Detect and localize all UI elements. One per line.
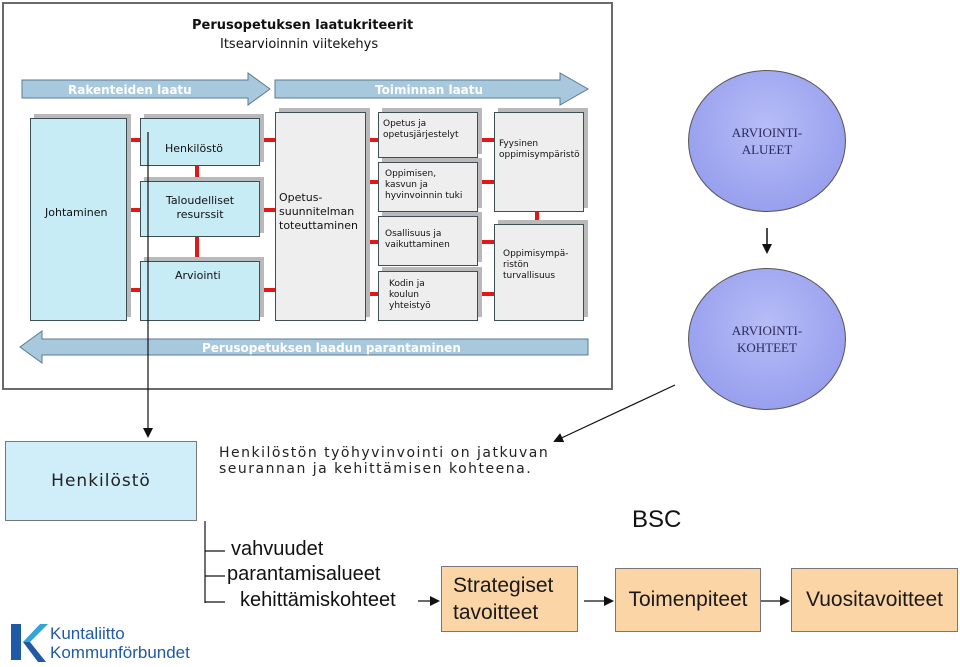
- oppiminen-line2: kasvun ja: [385, 180, 428, 190]
- strategiset-line2: tavoitteet: [453, 601, 539, 624]
- opetus-box: Opetus ja opetusjärjestelyt: [378, 112, 478, 158]
- activity-quality-arrow: [274, 72, 590, 106]
- opetussuunnitelma-line2: suunnitelman: [279, 205, 355, 218]
- kohteet-line2: KOHTEET: [737, 340, 797, 355]
- turvallisuus-line2: ristön: [503, 260, 529, 270]
- turvallisuus-line1: Oppimisympä-: [503, 249, 569, 259]
- framework-title: Perusopetuksen laatukriteerit: [192, 18, 414, 33]
- arviointi-box: Arviointi: [140, 261, 260, 321]
- statement-text: Henkilöstön työhyvinvointi on jatkuvan s…: [219, 445, 549, 477]
- logo-line1: Kuntaliitto: [50, 624, 125, 643]
- alueet-line1: ARVIOINTI-: [731, 125, 803, 140]
- opetus-label: Opetus ja opetusjärjestelyt: [383, 119, 459, 141]
- opetus-line1: Opetus ja: [383, 119, 427, 129]
- alueet-line2: ALUEET: [741, 142, 793, 157]
- logo-text: Kuntaliitto Kommunförbundet: [50, 624, 190, 662]
- johtaminen-box: Johtaminen: [30, 118, 127, 321]
- kodin-box: Kodin ja koulun yhteistyö: [378, 271, 478, 321]
- henkilosto-framework-box: Henkilöstö: [140, 118, 260, 166]
- kuntaliitto-logo-mark: [11, 624, 48, 662]
- opetussuunnitelma-line3: toteuttaminen: [279, 219, 358, 232]
- opetussuunnitelma-label: Opetus- suunnitelman toteuttaminen: [279, 191, 358, 233]
- turvallisuus-line3: turvallisuus: [503, 271, 556, 281]
- taloudelliset-line2: resurssit: [176, 208, 224, 221]
- fyysinen-label: Fyysinen oppimisympäristö: [499, 139, 580, 161]
- oppiminen-box: Oppimisen, kasvun ja hyvinvoinnin tuki: [378, 162, 478, 212]
- johtaminen-label: Johtaminen: [45, 206, 108, 219]
- fyysinen-line2: oppimisympäristö: [499, 150, 580, 160]
- strategiset-line1: Strategiset: [453, 574, 554, 597]
- arviointikohteet-circle: ARVIOINTI- KOHTEET: [688, 268, 846, 410]
- improvement-arrow: [19, 330, 589, 364]
- arviointialueet-circle: ARVIOINTI- ALUEET: [688, 70, 846, 212]
- oppiminen-label: Oppimisen, kasvun ja hyvinvoinnin tuki: [385, 169, 462, 202]
- list-item-vahvuudet: vahvuudet: [231, 538, 324, 560]
- kodin-line3: yhteistyö: [389, 301, 431, 311]
- vuositavoitteet-box: Vuositavoitteet: [791, 568, 958, 632]
- fyysinen-box: Fyysinen oppimisympäristö: [494, 112, 584, 212]
- list-item-kehittamiskohteet: kehittämiskohteet: [240, 589, 396, 611]
- logo-line2: Kommunförbundet: [50, 643, 190, 662]
- oppiminen-line1: Oppimisen,: [385, 169, 437, 179]
- kohteet-to-statement-arrow: [553, 384, 676, 443]
- henkilosto-box: Henkilöstö: [5, 441, 197, 521]
- strategiset-box: Strategiset tavoitteet: [441, 566, 578, 632]
- toimenpiteet-box: Toimenpiteet: [615, 568, 761, 632]
- opetussuunnitelma-box: Opetus- suunnitelman toteuttaminen: [275, 112, 366, 321]
- structure-quality-arrow: [21, 72, 271, 106]
- quality-arrows: [21, 72, 590, 106]
- improvement-label: Perusopetuksen laadun parantaminen: [202, 341, 461, 355]
- kodin-label: Kodin ja koulun yhteistyö: [389, 279, 431, 312]
- fyysinen-line1: Fyysinen: [499, 139, 539, 149]
- henkilosto-framework-label: Henkilöstö: [165, 142, 223, 155]
- osallisuus-line2: vaikuttaminen: [385, 240, 450, 250]
- oppiminen-line3: hyvinvoinnin tuki: [385, 191, 463, 201]
- osallisuus-line1: Osallisuus ja: [385, 229, 442, 239]
- taloudelliset-line1: Taloudelliset: [165, 194, 235, 207]
- arviointi-label: Arviointi: [175, 269, 221, 282]
- framework-subtitle: Itsearvioinnin viitekehys: [220, 37, 379, 52]
- kodin-line1: Kodin ja: [389, 279, 425, 289]
- kohteet-line1: ARVIOINTI-: [731, 323, 803, 338]
- activity-quality-label: Toiminnan laatu: [375, 83, 484, 97]
- osallisuus-label: Osallisuus ja vaikuttaminen: [385, 229, 450, 251]
- kodin-line2: koulun: [389, 290, 420, 300]
- osallisuus-box: Osallisuus ja vaikuttaminen: [378, 216, 478, 266]
- taloudelliset-box: Taloudelliset resurssit: [140, 181, 260, 237]
- statement-line2: seurannan ja kehittämisen kohteena.: [219, 461, 533, 477]
- turvallisuus-label: Oppimisympä- ristön turvallisuus: [503, 249, 569, 282]
- statement-line1: Henkilöstön työhyvinvointi on jatkuvan: [219, 445, 550, 461]
- list-item-parantamisalueet: parantamisalueet: [227, 563, 381, 585]
- opetus-line2: opetusjärjestelyt: [383, 130, 459, 140]
- taloudelliset-label: Taloudelliset resurssit: [160, 194, 240, 222]
- opetussuunnitelma-line1: Opetus-: [279, 191, 323, 204]
- bsc-label: BSC: [632, 506, 682, 533]
- structure-quality-label: Rakenteiden laatu: [68, 83, 192, 97]
- turvallisuus-box: Oppimisympä- ristön turvallisuus: [494, 224, 584, 321]
- improvement-arrow-shape: [19, 330, 589, 364]
